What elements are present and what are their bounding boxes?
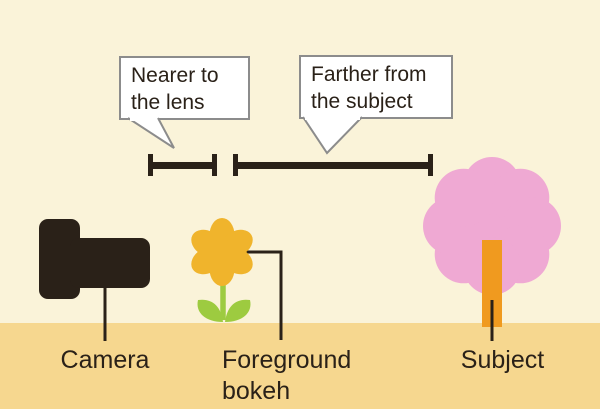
tree-icon [423,157,561,341]
speech-bubble-nearer-line1: Nearer to [131,64,219,87]
distance-bracket-long-icon [233,154,433,176]
tree-trunk [482,240,502,327]
speech-bubble-nearer-tail-icon [127,117,175,149]
speech-bubble-farther-line1: Farther from [311,63,427,86]
flower-leaf-right [225,299,251,322]
tree-foliage [423,157,561,295]
label-subject: Subject [460,346,545,374]
speech-bubble-farther-line2: the subject [311,90,413,113]
ground-strip [0,323,600,409]
speech-bubble-nearer: Nearer to the lens [119,56,250,120]
speech-bubble-farther: Farther from the subject [299,55,453,119]
distance-bracket-short-icon [148,154,217,176]
label-foreground-bokeh: Foreground bokeh [222,345,351,407]
label-foreground-line1: Foreground [222,346,352,374]
flower-icon [191,218,283,340]
speech-bubble-farther-tail-icon [302,116,363,155]
label-foreground-line2: bokeh [222,377,291,405]
speech-bubble-nearer-line2: the lens [131,91,205,114]
flower-blossom [191,218,253,286]
flower-leaf-left [197,299,223,322]
label-camera: Camera [60,346,150,374]
